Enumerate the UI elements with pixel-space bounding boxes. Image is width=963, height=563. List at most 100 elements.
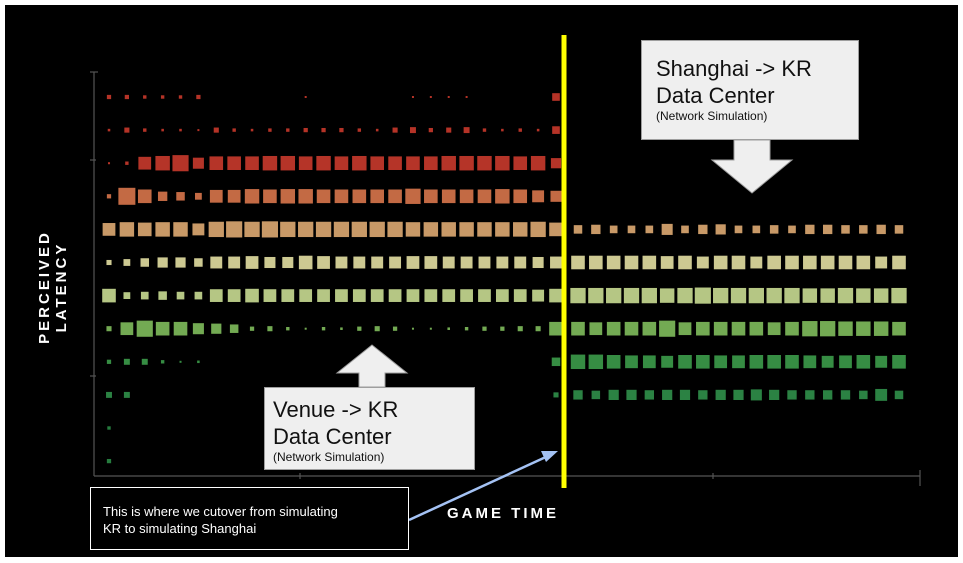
callout-title: Venue -> KR [273, 397, 399, 422]
heatmap-cell [286, 128, 290, 132]
heatmap-cell [715, 224, 726, 235]
heatmap-cell [160, 95, 165, 99]
heatmap-cell [513, 222, 528, 237]
heatmap-cell [820, 321, 836, 337]
venue-callout: Venue -> KR Data Center (Network Simulat… [264, 387, 475, 470]
heatmap-cell [734, 225, 743, 234]
heatmap-cell [335, 256, 348, 269]
heatmap-cell [891, 287, 907, 304]
heatmap-cell [262, 155, 278, 171]
heatmap-cell [210, 256, 223, 269]
heatmap-cell [298, 255, 313, 270]
heatmap-cell [749, 355, 764, 369]
heatmap-cell [261, 221, 278, 238]
heatmap-cell [423, 222, 439, 237]
heatmap-cell [299, 289, 313, 302]
heatmap-cell [179, 128, 182, 132]
heatmap-cell [553, 392, 559, 398]
heatmap-cell [335, 289, 348, 302]
heatmap-cell [767, 255, 781, 270]
heatmap-cell [250, 128, 254, 132]
heatmap-cell [245, 288, 259, 303]
heatmap-cell [661, 223, 673, 235]
x-axis-label: GAME TIME [447, 505, 559, 522]
heatmap-cell [696, 321, 710, 336]
heatmap-cell [875, 256, 888, 269]
heatmap-cell [424, 289, 438, 302]
heatmap-cell [244, 221, 260, 238]
heatmap-cell [642, 321, 657, 336]
heatmap-cell [351, 221, 367, 238]
heatmap-cell [571, 255, 585, 270]
heatmap-cell [698, 390, 708, 400]
heatmap-cell [209, 289, 223, 302]
heatmap-cell [157, 191, 168, 201]
heatmap-cell [841, 225, 850, 234]
heatmap-cell [550, 158, 562, 169]
heatmap-cell [570, 287, 586, 304]
heatmap-cell [517, 326, 523, 332]
callout-title: Data Center [273, 424, 392, 449]
heatmap-cell [406, 289, 420, 302]
heatmap-cell [894, 225, 904, 234]
heatmap-cell [624, 321, 639, 336]
heatmap-cell [106, 94, 112, 100]
heatmap-cell [839, 355, 852, 369]
heatmap-cell [406, 256, 420, 269]
heatmap-cell [550, 256, 562, 269]
heatmap-cell [155, 321, 170, 336]
heatmap-cell [158, 291, 167, 300]
heatmap-cell [317, 289, 330, 302]
heatmap-cell [549, 321, 563, 336]
heatmap-cell [767, 355, 781, 369]
up-arrow-icon [335, 344, 409, 388]
heatmap-cell [106, 359, 112, 364]
heatmap-cell [429, 327, 432, 330]
heatmap-cell [822, 390, 833, 400]
heatmap-cell [840, 390, 851, 400]
heatmap-cell [477, 189, 492, 204]
heatmap-cell [536, 128, 540, 132]
heatmap-cell [192, 157, 204, 169]
heatmap-cell [551, 357, 561, 367]
heatmap-cell [173, 222, 188, 237]
heatmap-cell [209, 189, 223, 203]
heatmap-cell [859, 390, 868, 400]
heatmap-cell [838, 321, 853, 336]
heatmap-cell [606, 355, 621, 369]
heatmap-cell [570, 354, 586, 370]
heatmap-cell [606, 287, 622, 304]
heatmap-cell [731, 321, 746, 336]
heatmap-cell [802, 288, 818, 303]
heatmap-cell [678, 255, 692, 270]
heatmap-cell [315, 221, 332, 238]
heatmap-cell [124, 127, 130, 133]
heatmap-cell [118, 187, 136, 205]
heatmap-cell [264, 256, 276, 269]
heatmap-cell [463, 127, 470, 134]
heatmap-cell [357, 326, 362, 331]
heatmap-cell [788, 225, 796, 234]
heatmap-cell [353, 256, 366, 269]
heatmap-cell [429, 96, 432, 98]
heatmap-cell [339, 127, 344, 133]
heatmap-cell [316, 189, 331, 204]
heatmap-cell [694, 287, 711, 304]
heatmap-cell [460, 256, 473, 269]
heatmap-cell [750, 256, 763, 269]
heatmap-cell [785, 321, 799, 336]
heatmap-cell [280, 189, 296, 204]
heatmap-cell [624, 255, 639, 270]
heatmap-cell [197, 129, 200, 132]
heatmap-cell [375, 128, 379, 132]
heatmap-cell [340, 327, 343, 330]
heatmap-cell [591, 224, 601, 235]
heatmap-cell [459, 189, 474, 204]
callout-subtitle: (Network Simulation) [273, 450, 385, 464]
heatmap-cell [227, 289, 241, 302]
heatmap-cell [892, 255, 906, 270]
heatmap-cell [838, 255, 853, 270]
heatmap-cell [447, 327, 450, 330]
heatmap-cell [107, 128, 111, 132]
heatmap-cell [820, 255, 835, 270]
